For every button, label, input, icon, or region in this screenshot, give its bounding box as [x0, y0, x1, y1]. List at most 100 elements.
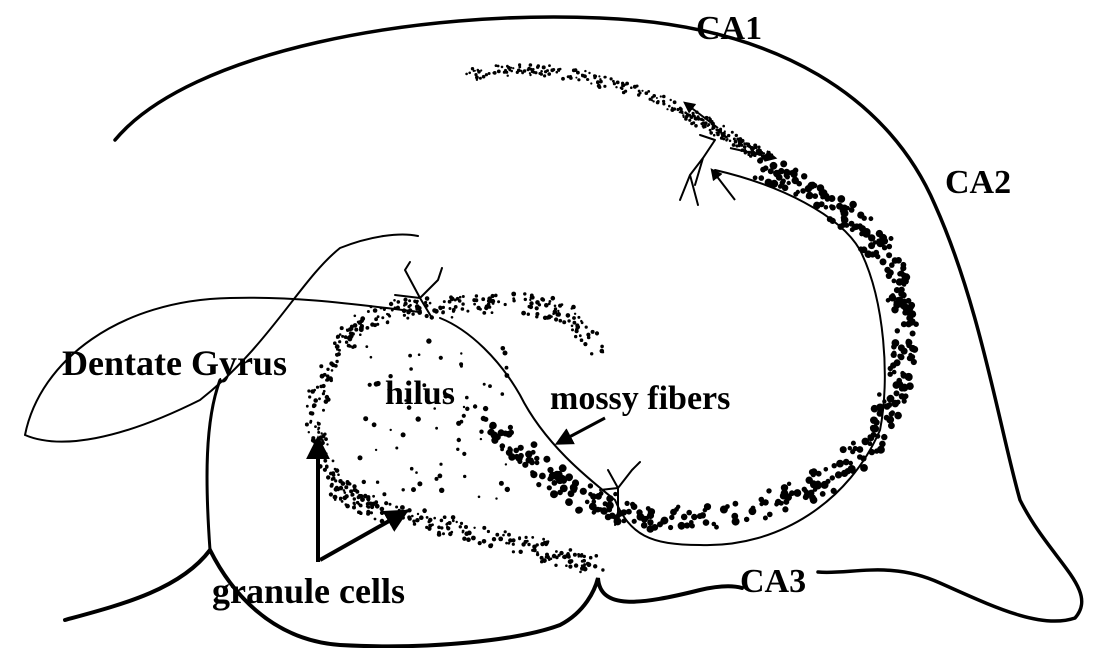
cell-dot	[709, 129, 712, 132]
cell-dot	[313, 389, 316, 392]
cell-dot	[902, 399, 907, 404]
cell-dot	[902, 282, 906, 286]
cell-dot	[489, 422, 497, 430]
cell-dot	[603, 501, 608, 506]
cell-dot	[770, 153, 773, 156]
cell-dot	[579, 571, 582, 574]
cell-dot	[875, 254, 880, 259]
label-ca1: CA1	[696, 12, 762, 46]
cell-dot	[875, 434, 880, 439]
cell-dot	[596, 81, 599, 84]
cell-dot	[386, 320, 389, 323]
cell-dot	[894, 412, 902, 420]
cell-dot	[574, 554, 576, 556]
cell-dot	[311, 438, 316, 443]
cell-dot	[747, 153, 750, 156]
cell-dot	[314, 425, 317, 428]
cell-dot	[851, 441, 856, 446]
cell-dot	[366, 505, 368, 507]
cell-dot	[803, 494, 809, 500]
cell-dot	[476, 306, 480, 310]
cell-dot	[806, 193, 812, 199]
mossy-fiber-arrow	[558, 418, 605, 443]
cell-dot	[782, 506, 788, 512]
cell-dot	[555, 550, 558, 553]
cell-dot	[351, 346, 354, 349]
cell-dot	[559, 319, 563, 323]
cell-dot	[621, 87, 624, 90]
cell-dot	[508, 425, 513, 430]
cell-dot	[411, 515, 414, 518]
cell-dot	[503, 351, 508, 356]
cell-dot	[757, 159, 760, 162]
cell-dot	[318, 397, 321, 400]
cell-dot	[407, 508, 411, 512]
cell-dot	[502, 534, 505, 537]
cell-dot	[539, 473, 546, 480]
cell-dot	[824, 205, 829, 210]
cell-dot	[380, 306, 383, 309]
cell-dot	[318, 464, 323, 469]
cell-dot	[317, 431, 320, 434]
cell-dot	[512, 67, 514, 69]
cell-dot	[367, 310, 370, 313]
cell-dot	[335, 486, 340, 491]
cell-dot	[500, 443, 506, 449]
cell-dot	[401, 511, 405, 515]
cell-dot	[507, 533, 511, 537]
cell-dot	[316, 450, 320, 454]
cell-dot	[573, 321, 577, 325]
label-hilus: hilus	[385, 377, 455, 411]
cell-dot	[465, 407, 469, 411]
cell-dot	[705, 116, 709, 120]
cell-dot	[464, 525, 468, 529]
cell-dot	[356, 501, 359, 504]
cell-dot	[532, 545, 537, 550]
cell-dot	[393, 299, 396, 302]
cell-dot	[574, 563, 578, 567]
cell-dot	[898, 344, 905, 351]
cell-dot	[892, 279, 897, 284]
cell-dot	[498, 537, 503, 542]
cell-dot	[406, 310, 410, 314]
cell-dot	[488, 305, 491, 308]
cell-dot	[561, 303, 564, 306]
cell-dot	[479, 430, 483, 434]
cell-dot	[894, 359, 901, 366]
cell-dot	[432, 308, 437, 313]
cell-dot	[332, 460, 335, 463]
cell-dot	[522, 462, 528, 468]
cell-dot	[740, 140, 744, 144]
cell-dot	[571, 325, 574, 328]
cell-dot	[359, 504, 363, 508]
cell-dot	[565, 498, 573, 506]
cell-dot	[668, 525, 673, 530]
cell-dot	[817, 184, 825, 192]
cell-dot	[641, 522, 648, 529]
cell-dot	[894, 390, 900, 396]
cell-dot	[438, 474, 443, 479]
cell-dot	[334, 364, 338, 368]
cell-dot	[363, 416, 368, 421]
cell-dot	[909, 310, 916, 317]
cell-dot	[566, 313, 571, 318]
cell-dot	[841, 470, 848, 477]
cell-dot	[425, 296, 430, 301]
cell-dot	[819, 201, 825, 207]
cell-dot	[358, 455, 363, 460]
cell-dot	[374, 381, 379, 386]
cell-dot	[326, 475, 330, 479]
cell-dot	[417, 481, 422, 486]
cell-dot	[460, 522, 463, 525]
cell-dot	[548, 558, 551, 561]
cell-dot	[572, 316, 576, 320]
cell-dot	[325, 465, 328, 468]
cell-dot	[583, 563, 586, 566]
cell-dot	[448, 300, 452, 304]
cell-dot	[686, 510, 692, 516]
cell-dot	[505, 542, 508, 545]
cell-dot	[381, 316, 384, 319]
cell-dot	[542, 538, 545, 541]
cell-dot	[323, 459, 327, 463]
cell-dot	[575, 507, 582, 514]
